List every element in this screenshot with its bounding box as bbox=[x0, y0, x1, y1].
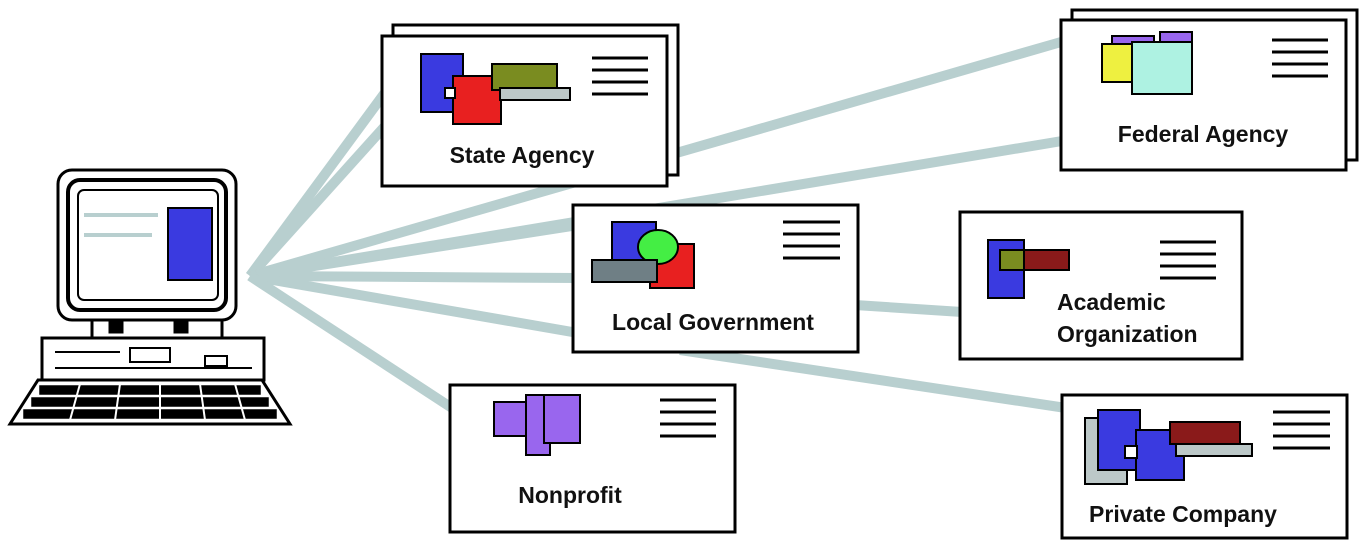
connector-local-government bbox=[249, 220, 579, 281]
connector-academic-organization bbox=[854, 300, 963, 317]
document-windows-icon bbox=[420, 53, 571, 125]
document-windows-icon bbox=[987, 239, 1070, 299]
node-label-academic-organization-line2: Organization bbox=[1057, 321, 1198, 347]
document-windows-icon bbox=[591, 221, 695, 289]
connector-local-government bbox=[249, 271, 579, 338]
node-private-company: Private Company bbox=[1060, 393, 1349, 540]
desktop-computer-icon bbox=[7, 168, 293, 426]
node-label-state-agency: State Agency bbox=[450, 142, 595, 168]
node-label-private-company: Private Company bbox=[1089, 501, 1277, 527]
node-label-academic-organization: Academic bbox=[1057, 289, 1166, 315]
text-lines-icon bbox=[1160, 240, 1216, 280]
connector-state-agency bbox=[246, 111, 399, 280]
node-academic-organization: Academic Organization bbox=[958, 210, 1244, 361]
connector-nonprofit bbox=[247, 271, 458, 415]
text-lines-icon bbox=[1272, 38, 1328, 78]
text-lines-icon bbox=[1273, 410, 1330, 450]
document-windows-icon bbox=[1101, 31, 1193, 95]
text-lines-icon bbox=[660, 398, 716, 438]
node-label-local-government: Local Government bbox=[612, 309, 814, 335]
document-windows-icon bbox=[493, 394, 581, 456]
node-state-agency: State Agency bbox=[380, 23, 680, 188]
node-federal-agency: Federal Agency bbox=[1059, 8, 1359, 172]
text-lines-icon bbox=[592, 56, 648, 96]
node-local-government: Local Government bbox=[571, 203, 860, 354]
text-lines-icon bbox=[783, 220, 840, 260]
node-nonprofit: Nonprofit bbox=[448, 383, 737, 534]
node-label-nonprofit: Nonprofit bbox=[518, 482, 622, 508]
connector-local-government bbox=[249, 271, 579, 283]
document-windows-icon bbox=[1084, 409, 1253, 485]
node-label-federal-agency: Federal Agency bbox=[1118, 121, 1289, 147]
connector-private-company bbox=[679, 345, 1067, 413]
